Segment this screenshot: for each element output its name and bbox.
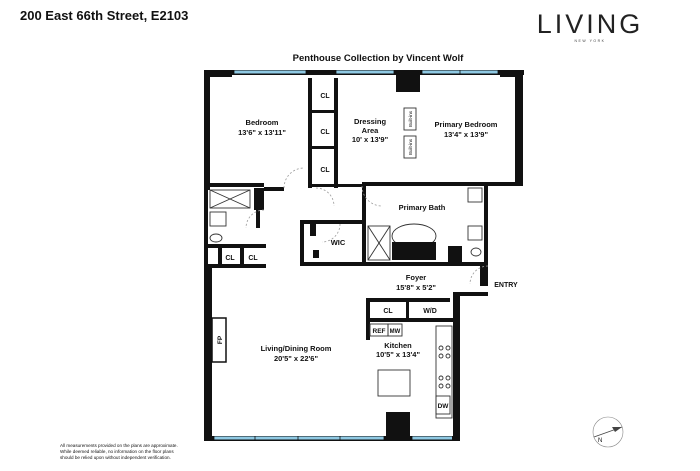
fixtures [209, 107, 483, 419]
room-kitchen-name: Kitchen [384, 341, 412, 350]
compass-icon: N [592, 416, 624, 448]
washer-dryer-label: W/D [423, 308, 437, 315]
disclaimer-line-1: All measurements provided on the plans a… [60, 443, 178, 448]
room-dressing-name-1: Dressing [354, 117, 387, 126]
refrigerator-label: REF [373, 328, 386, 335]
closet-label: CL [320, 129, 330, 136]
room-bedroom-name: Bedroom [246, 118, 279, 127]
disclaimer-line-2: While deemed reliable, no information on… [60, 449, 174, 454]
room-dressing-name-2: Area [362, 126, 380, 135]
microwave-label: MW [390, 329, 401, 335]
compass-north-letter: N [598, 438, 602, 444]
room-foyer-name: Foyer [406, 273, 427, 282]
room-living-name: Living/Dining Room [261, 344, 332, 353]
built-ins-label: Built-ins [408, 138, 413, 155]
disclaimer-line-3: should be relied upon without independen… [60, 455, 171, 460]
living-logo-tagline: NEW YORK [575, 39, 606, 43]
address-title: 200 East 66th Street, E2103 [20, 8, 188, 23]
room-primary-bedroom-name: Primary Bedroom [435, 120, 498, 129]
closet-label: CL [248, 255, 258, 262]
room-living-dims: 20'5" x 22'6" [274, 354, 318, 363]
room-foyer-dims: 15'8" x 5'2" [396, 283, 436, 292]
room-bedroom-dims: 13'6" x 13'11" [238, 128, 286, 137]
closet-label: CL [383, 308, 393, 315]
window-mullions [213, 70, 499, 441]
closet-label: CL [320, 93, 330, 100]
fireplace-label: FP [217, 335, 224, 344]
room-kitchen-dims: 10'5" x 13'4" [376, 350, 420, 359]
dishwasher-label: DW [438, 403, 450, 410]
room-dressing-dims: 10' x 13'9" [352, 135, 389, 144]
entry-label: ENTRY [494, 282, 518, 289]
door-swings [245, 167, 489, 285]
tub-platform [392, 242, 436, 260]
room-wic-name: WIC [331, 238, 346, 247]
collection-title: Penthouse Collection by Vincent Wolf [293, 53, 465, 64]
built-ins-label: Built-ins [408, 110, 413, 127]
closet-label: CL [225, 255, 235, 262]
room-primary-bath-name: Primary Bath [399, 203, 446, 212]
living-logo: LIVING [537, 9, 644, 39]
closet-label: CL [320, 167, 330, 174]
room-primary-bedroom-dims: 13'4" x 13'9" [444, 130, 488, 139]
